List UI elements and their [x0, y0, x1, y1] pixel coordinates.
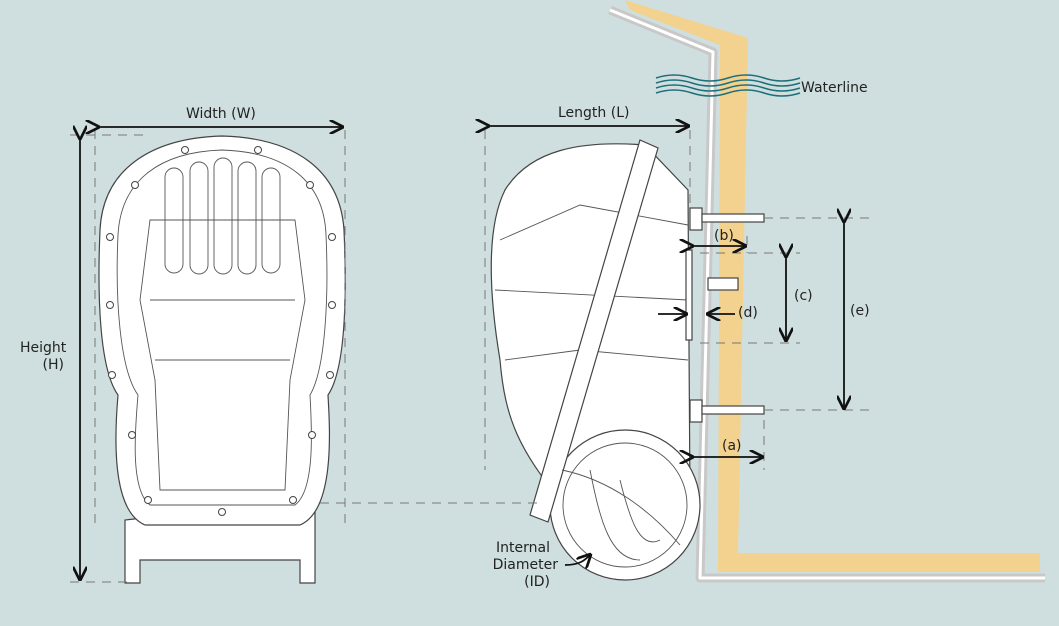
guide-lines	[70, 130, 875, 583]
dimension-e-label: (e)	[850, 303, 870, 319]
dimension-b-label: (b)	[714, 228, 734, 244]
side-view-thruster	[490, 139, 765, 581]
length-label: Length (L)	[558, 105, 630, 121]
waterline-waves	[655, 74, 801, 97]
height-label-line1: Height	[20, 340, 67, 356]
height-label-line2: (H)	[42, 357, 64, 373]
width-label: Width (W)	[186, 106, 256, 122]
height-label: Height (H)	[20, 340, 67, 374]
id-label-line1: Internal	[496, 540, 550, 556]
id-label-line2: Diameter	[492, 557, 558, 573]
dimension-arrows	[80, 126, 844, 579]
internal-diameter-label: Internal Diameter (ID)	[486, 540, 558, 591]
dimension-d-label: (d)	[738, 305, 758, 321]
dimension-c-label: (c)	[794, 288, 813, 304]
waterline-label: Waterline	[801, 80, 868, 96]
dimension-a-label: (a)	[722, 438, 742, 454]
id-label-line3: (ID)	[524, 574, 550, 590]
front-view-thruster	[98, 135, 346, 584]
